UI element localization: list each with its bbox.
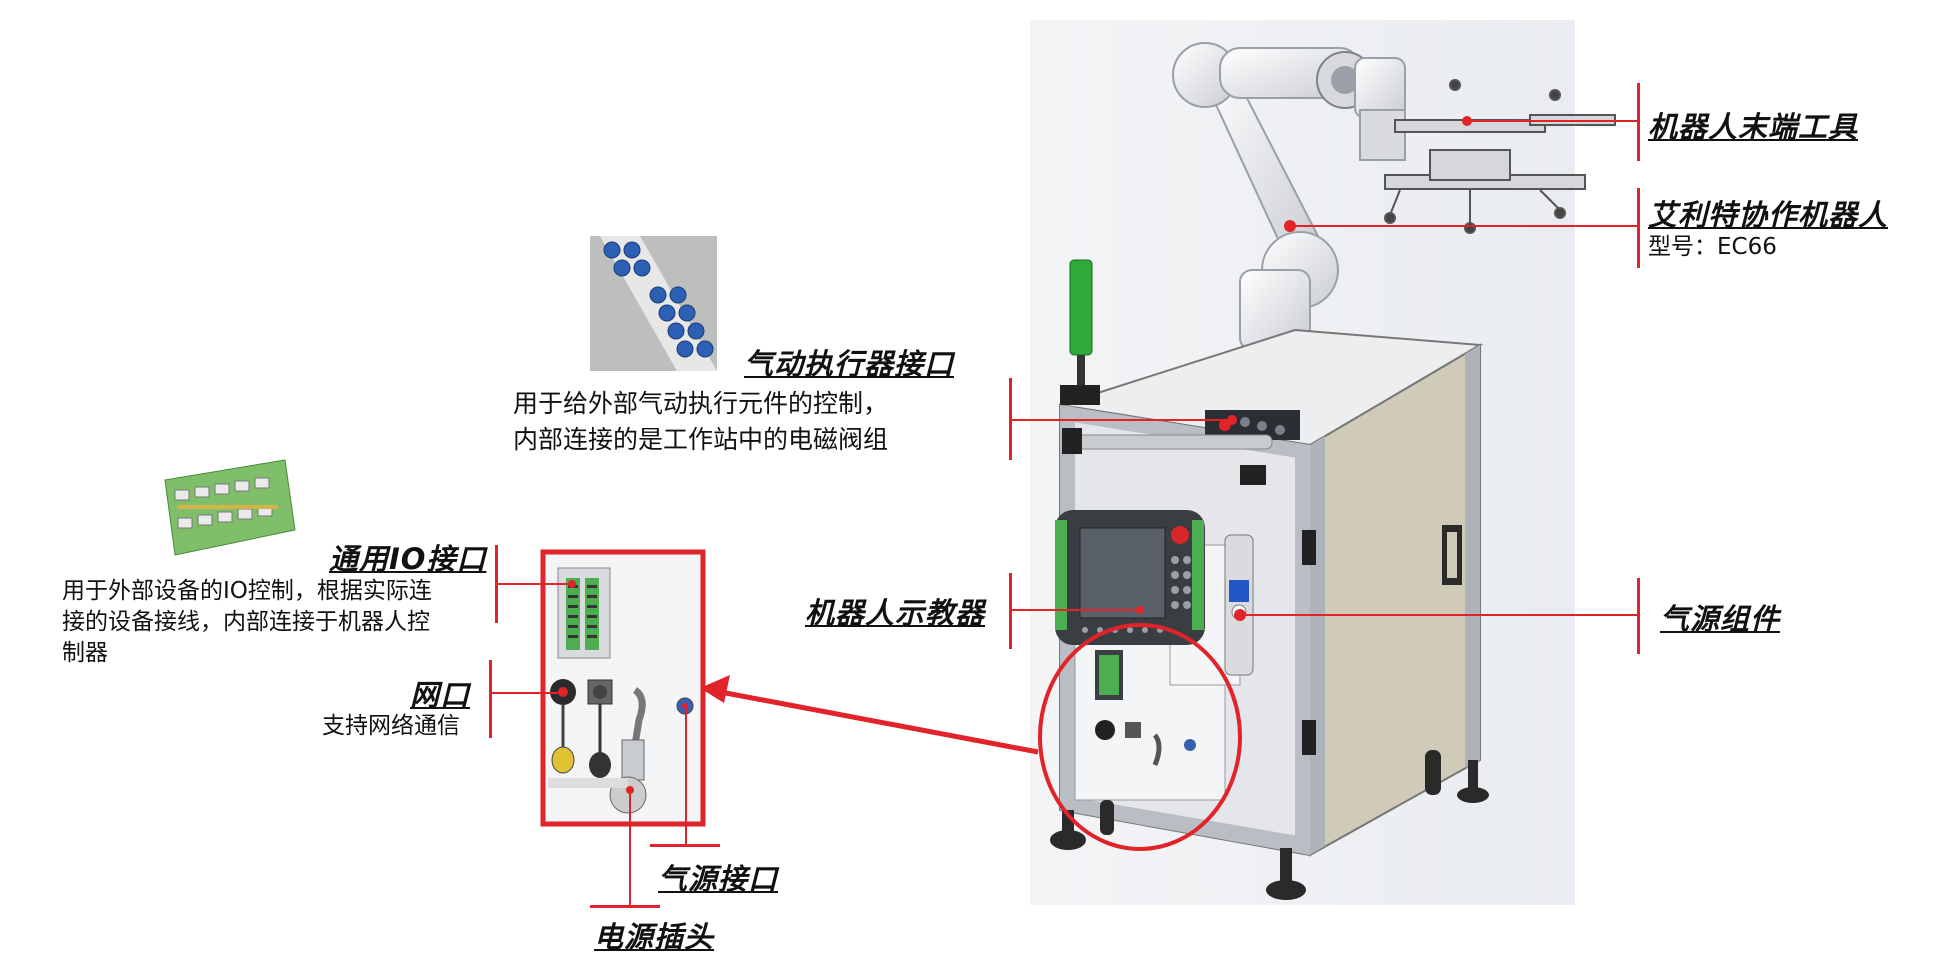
cobot-title: 艾利特协作机器人 <box>1648 198 1889 232</box>
cabinet-body <box>1050 259 1489 900</box>
cobot-bar <box>1637 188 1640 268</box>
network-title: 网口 <box>410 678 471 712</box>
teach-pendant-bar <box>1009 573 1012 649</box>
teach-pendant-title: 机器人示教器 <box>805 596 986 630</box>
end-tool-bar <box>1637 83 1640 161</box>
pneumatic-desc-line2: 内部连接的是工作站中的电磁阀组 <box>513 425 889 454</box>
pneumatic-title: 气动执行器接口 <box>744 347 955 381</box>
network-desc: 支持网络通信 <box>322 713 460 739</box>
zoom-panel <box>540 549 706 827</box>
pneumatic-thumbnail <box>590 236 717 371</box>
pneumatic-bar <box>1009 378 1012 460</box>
power-plug-bar <box>590 905 660 908</box>
io-bar <box>495 545 498 623</box>
zoom-arrow-head <box>700 675 730 703</box>
air-source-assembly-title: 气源组件 <box>1660 602 1781 636</box>
io-desc-line1: 用于外部设备的IO控制，根据实际连 <box>62 578 432 604</box>
air-inlet-title: 气源接口 <box>658 862 779 896</box>
network-bar <box>489 660 492 738</box>
power-plug-title: 电源插头 <box>594 920 715 954</box>
io-desc-line3: 制器 <box>62 640 108 666</box>
teach-pendant <box>1055 510 1205 645</box>
io-desc-line2: 接的设备接线，内部连接于机器人控 <box>62 609 430 635</box>
highlight-oval <box>1038 623 1242 851</box>
air-source-assembly-bar <box>1637 578 1640 654</box>
io-title: 通用IO接口 <box>329 542 487 576</box>
io-thumbnail <box>160 459 296 560</box>
zoom-arrow <box>709 687 1039 755</box>
pneumatic-desc-line1: 用于给外部气动执行元件的控制， <box>513 389 889 418</box>
end-tool-title: 机器人末端工具 <box>1648 110 1859 144</box>
air-inlet-bar <box>650 844 720 847</box>
cobot-model: 型号：EC66 <box>1648 234 1777 260</box>
